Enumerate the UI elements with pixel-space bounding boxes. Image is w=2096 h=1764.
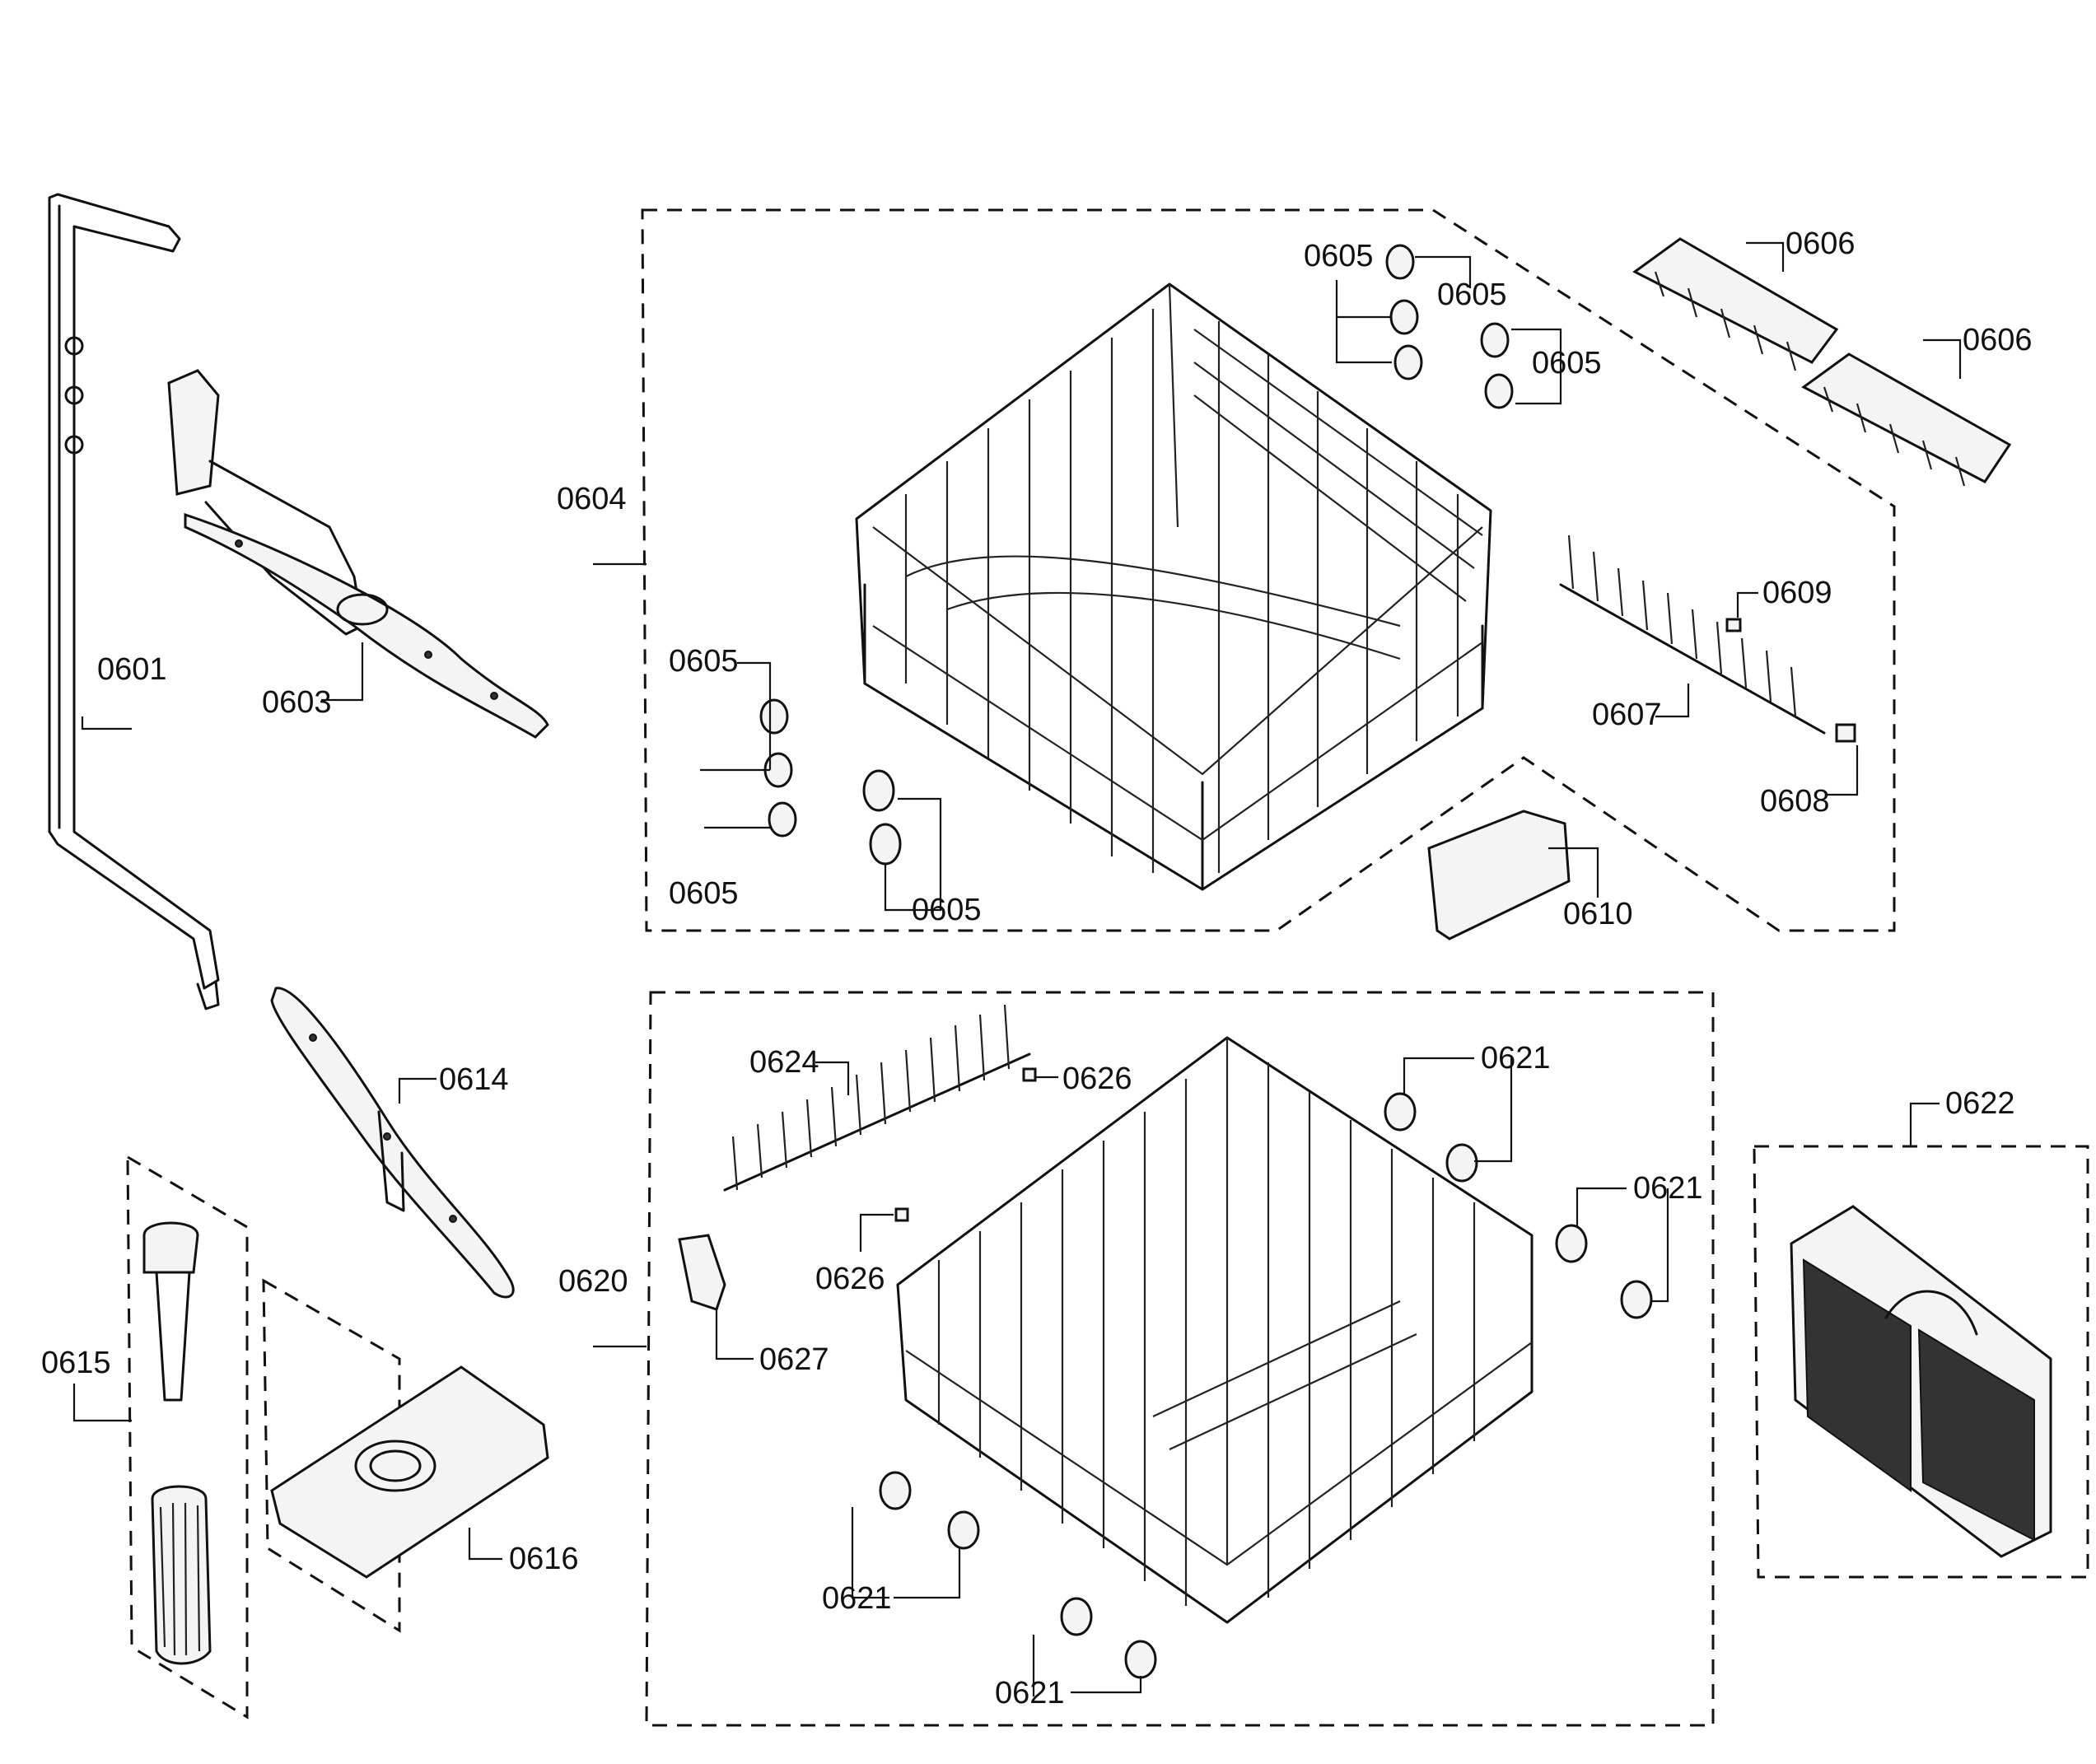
leader-0609 [1736,591,1758,618]
cutlery-basket-group-outline [1753,1145,2089,1579]
callout-0610: 0610 [1563,897,1633,931]
leader-0605f [884,797,942,912]
leader-0606a [1746,241,1785,272]
callout-0605d: 0605 [669,644,739,679]
callout-0624: 0624 [749,1045,819,1080]
upper-rack-group-outline [641,208,1896,932]
callout-0605b: 0605 [1437,278,1507,312]
callout-0621b: 0621 [1633,1171,1703,1206]
leader-0615 [72,1384,132,1422]
callout-0601: 0601 [97,652,167,687]
folding-tine-row-part [1559,534,1826,735]
callout-0626a: 0626 [1062,1062,1132,1096]
callout-0607: 0607 [1592,698,1662,732]
callout-0608: 0608 [1760,784,1830,819]
clip-part-0626-lower [894,1207,909,1222]
leader-0605d [700,661,772,772]
callout-0615: 0615 [41,1346,111,1380]
upper-spray-arm-part [167,369,549,739]
leader-0616 [468,1528,502,1561]
clip-part-0626-upper [1022,1067,1037,1082]
leader-0627 [715,1309,754,1360]
leader-0605a [1335,280,1392,364]
callout-0621d: 0621 [995,1676,1065,1710]
upper-rack-wheels [759,244,1514,866]
rack-handle-part [1427,810,1571,940]
callout-0626b: 0626 [815,1262,885,1296]
callout-0627: 0627 [759,1342,829,1377]
callout-0606a: 0606 [1786,226,1856,261]
callout-0605a: 0605 [1304,239,1374,273]
supply-tube-part [48,193,220,1010]
callout-0621a: 0621 [1481,1041,1551,1076]
filter-assembly-part [142,1221,212,1665]
lower-spray-arm-part [270,987,515,1299]
leader-0624 [815,1061,850,1095]
leader-0622 [1909,1102,1940,1146]
leader-0621a [1403,1057,1513,1163]
cup-shelves-part [1632,237,2012,487]
filter-plate-part [270,1365,549,1579]
callout-0603: 0603 [262,685,332,720]
callout-0604: 0604 [557,482,627,516]
clip-part-0609 [1725,618,1742,632]
callout-0609: 0609 [1762,576,1832,610]
callout-0620: 0620 [558,1264,628,1299]
leader-0614 [398,1077,436,1104]
callout-0616: 0616 [509,1542,579,1576]
callout-0614: 0614 [439,1062,509,1097]
leader-0621b [1576,1187,1669,1303]
callout-0605f: 0605 [912,893,982,927]
callout-0621c: 0621 [822,1581,892,1616]
leader-0621d [1032,1635,1142,1696]
leader-0607 [1655,684,1690,718]
filter-group-outline [126,1155,249,1720]
lower-rack-part [896,1036,1533,1624]
leader-0610 [1548,847,1599,898]
clip-part-0608 [1835,723,1856,743]
leader-0626b [859,1213,894,1252]
callout-0605c: 0605 [1532,346,1602,380]
latch-part-0627 [678,1234,726,1311]
lower-tine-row-part [723,1004,1031,1192]
cutlery-basket-part [1790,1205,2052,1558]
filter-plate-group-outline [262,1278,401,1633]
leader-0608 [1827,745,1859,796]
lower-rack-wheels [879,1092,1653,1679]
callout-0606b: 0606 [1963,323,2033,357]
upper-rack-part [855,282,1492,891]
leader-0621c [851,1507,961,1599]
leader-0606b [1923,338,1962,379]
callout-0605e: 0605 [669,876,739,911]
leader-0605c [1511,328,1562,405]
leader-0601 [81,716,132,730]
leader-0603 [321,642,364,702]
callout-0622: 0622 [1945,1086,2015,1121]
leader-0605b [1415,255,1472,288]
